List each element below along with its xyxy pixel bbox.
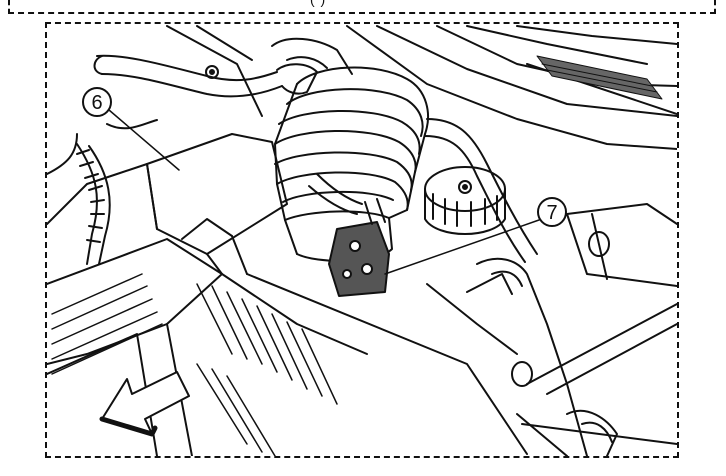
breather-hose (424, 118, 538, 263)
air-cleaner-ribs (51, 273, 338, 456)
engine-bay-illustration: 6 7 (47, 25, 677, 456)
callout-6: 6 (82, 87, 180, 171)
cowl-grille (536, 55, 663, 100)
previous-figure-panel: ( ) (8, 0, 716, 14)
callout-7: 7 (384, 197, 567, 275)
air-duct-bellows (274, 66, 429, 262)
diagram-panel: 6 7 (45, 22, 679, 458)
upper-hose (93, 37, 353, 98)
callout-6-label: 6 (91, 92, 102, 114)
wiring-harness (47, 119, 158, 265)
callout-7-label: 7 (546, 202, 557, 224)
sensor-connector (308, 173, 390, 297)
lower-harness (426, 257, 677, 456)
reservoir-cap (424, 166, 506, 235)
previous-figure-fragment: ( ) (310, 0, 326, 7)
air-cleaner-case (47, 133, 528, 456)
body-bracket (566, 203, 677, 287)
direction-arrow (99, 371, 190, 437)
